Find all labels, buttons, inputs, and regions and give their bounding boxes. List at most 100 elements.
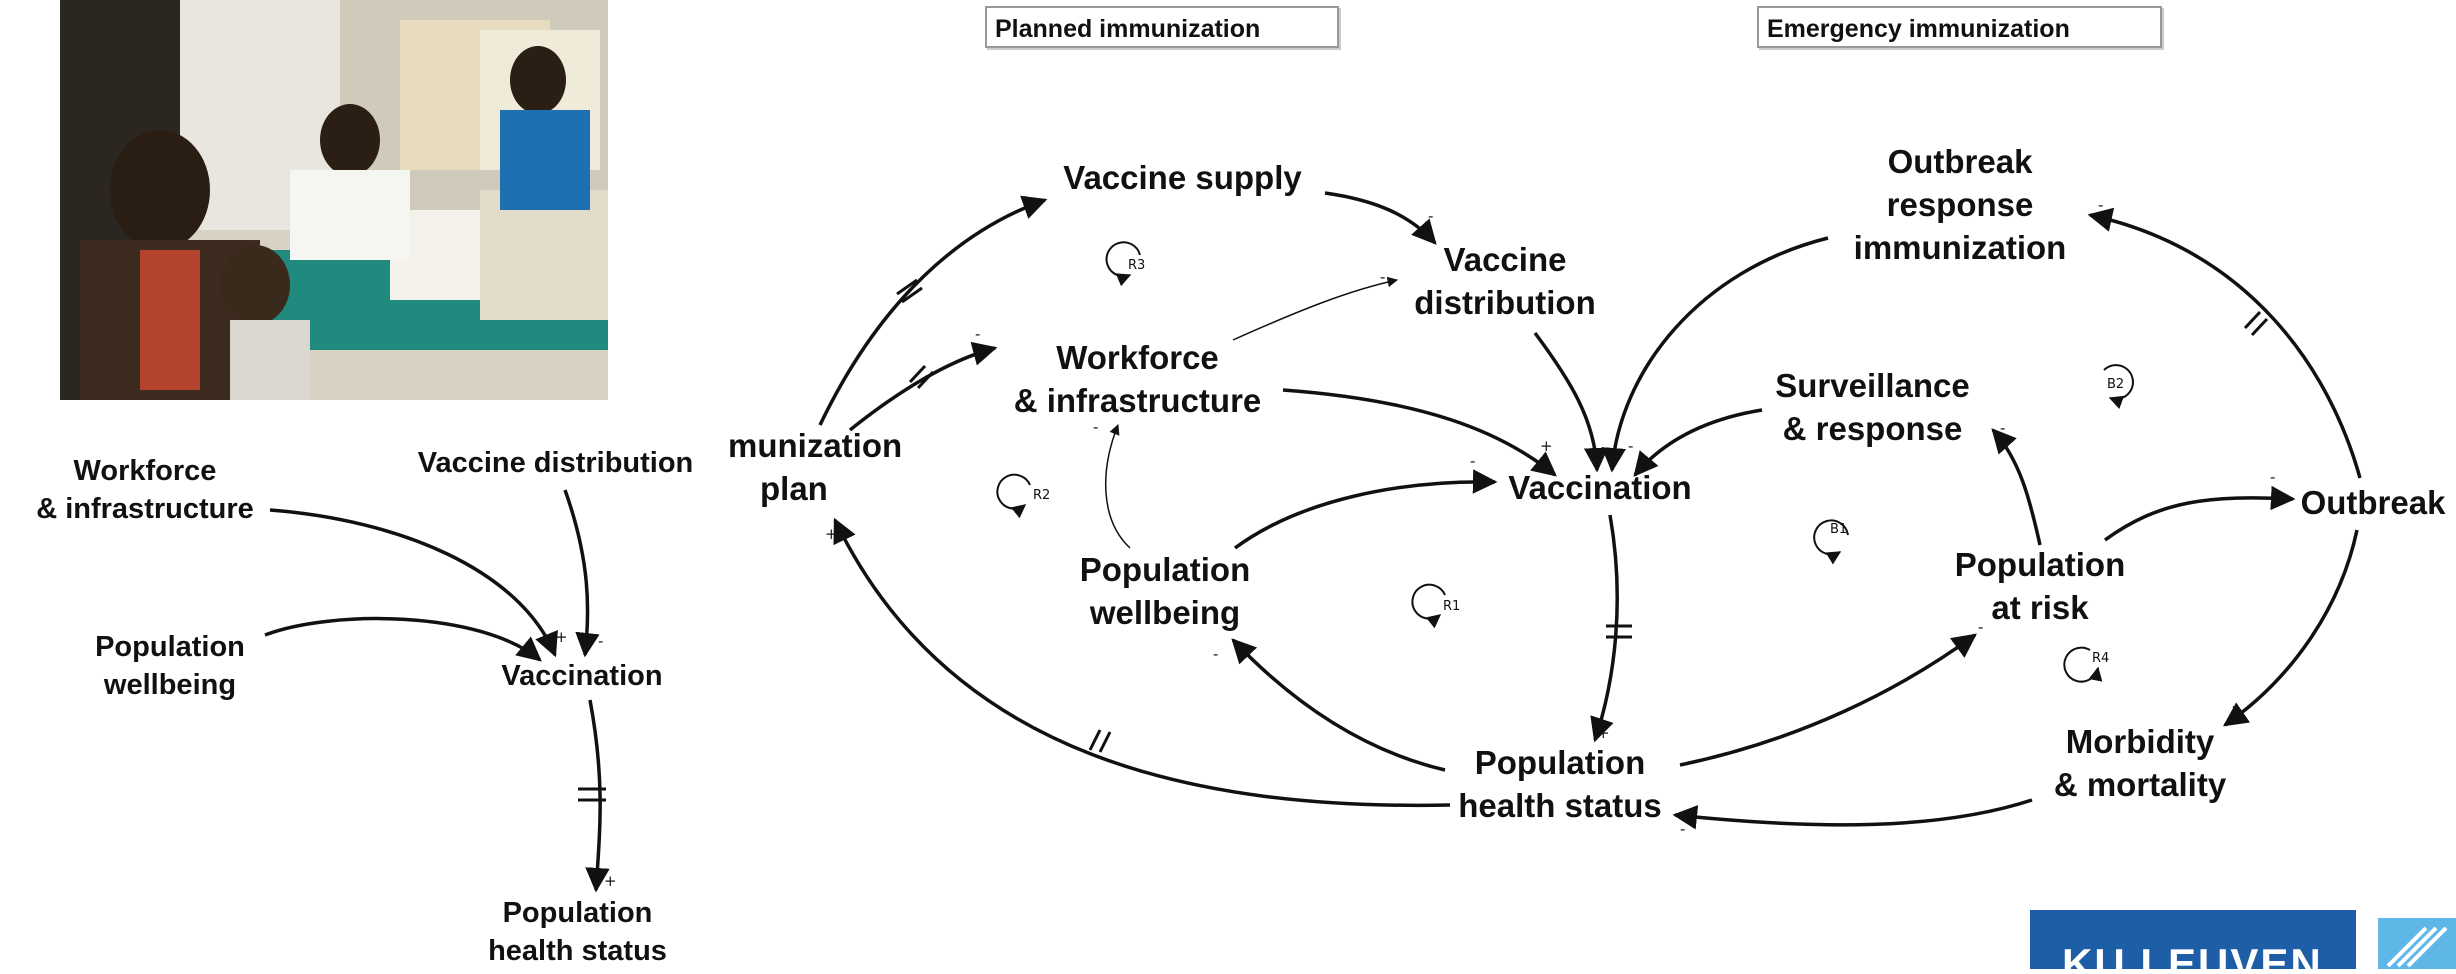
loop-label-b2: B2 bbox=[2107, 377, 2125, 392]
small-node-population-wellbeing: Population wellbeing bbox=[70, 628, 270, 704]
delay-mark-health-plan bbox=[1088, 729, 1112, 753]
sign-outbreak: - bbox=[2270, 468, 2276, 486]
small-node-wellbeing-line2: wellbeing bbox=[103, 669, 237, 701]
node-outbreak: Outbreak bbox=[2300, 484, 2446, 521]
node-surveillance-line2: & response bbox=[1782, 410, 1963, 447]
node-workforce-line1: Workforce bbox=[1056, 339, 1219, 376]
delay-mark-plan-workforce bbox=[908, 364, 935, 390]
sign-vaccination-minus-2: - bbox=[1628, 437, 1634, 455]
arrow-health-wellbeing bbox=[1231, 638, 1446, 772]
node-workforce-line2: & infrastructure bbox=[1013, 382, 1262, 419]
small-node-workforce-line2: & infrastructure bbox=[36, 493, 254, 525]
arrow-workforce-vaccdist bbox=[1232, 276, 1399, 341]
node-health-line2: health status bbox=[1458, 787, 1662, 824]
node-population-health: Population health status bbox=[1430, 741, 1690, 827]
node-atrisk-line2: at risk bbox=[1991, 589, 2089, 626]
node-workforce: Workforce & infrastructure bbox=[995, 336, 1280, 422]
node-outbreak-response: Outbreak response immunization bbox=[1820, 140, 2100, 269]
sign-vaccine-supply: - bbox=[1022, 187, 1028, 205]
sign-small-distribution: - bbox=[598, 632, 604, 650]
small-node-health-line2: health status bbox=[488, 935, 667, 967]
loop-label-b1: B1 bbox=[1830, 522, 1848, 537]
arrow-vaccdist-vaccination bbox=[1533, 331, 1609, 473]
sign-surveillance: - bbox=[2000, 419, 2006, 437]
sign-health: + bbox=[1597, 724, 1610, 742]
delay-mark-outbreak-response bbox=[2243, 310, 2269, 337]
arrow-surveillance-vaccination bbox=[1633, 408, 1763, 477]
arrow-plan-workforce bbox=[848, 341, 998, 432]
sign-workforce-in: - bbox=[1093, 418, 1099, 436]
small-node-workforce: Workforce & infrastructure bbox=[15, 452, 275, 528]
node-plan-line2: plan bbox=[760, 470, 828, 507]
node-vaccination: Vaccination bbox=[1508, 469, 1692, 506]
node-plan-line1: munization bbox=[728, 427, 903, 464]
node-morbidity-line2: & mortality bbox=[2053, 766, 2227, 803]
sign-vaccine-distribution: - bbox=[1428, 207, 1434, 225]
sign-workforce: - bbox=[975, 325, 981, 343]
arrow-atrisk-surveillance bbox=[1991, 428, 2042, 546]
sign-outbreak-response: - bbox=[2098, 196, 2104, 214]
arrow-health-atrisk bbox=[1679, 633, 1977, 767]
emergency-immunization-title: Emergency immunization bbox=[1757, 6, 2162, 48]
node-wellbeing-line2: wellbeing bbox=[1089, 594, 1241, 631]
small-node-wellbeing-line1: Population bbox=[95, 631, 245, 663]
node-morbidity-mortality: Morbidity & mortality bbox=[2020, 720, 2260, 806]
node-wellbeing-line1: Population bbox=[1079, 551, 1251, 588]
sign-morbidity: - bbox=[2232, 697, 2238, 715]
loop-label-r3: R3 bbox=[1128, 258, 1146, 273]
arrow-workforce-vaccination-small bbox=[269, 508, 558, 658]
delay-mark-small bbox=[578, 787, 606, 802]
ku-leuven-emblem bbox=[2378, 918, 2456, 969]
loop-r3-arc bbox=[1105, 241, 1141, 287]
node-vaccine-distribution: Vaccine distribution bbox=[1395, 238, 1615, 324]
loop-r4-arc bbox=[2063, 646, 2103, 683]
arrow-wellbeing-vaccination-small bbox=[264, 616, 542, 662]
node-surveillance-line1: Surveillance bbox=[1775, 367, 1970, 404]
node-outbreak-response-line1: Outbreak bbox=[1887, 143, 2033, 180]
arrow-vaccination-health-small bbox=[585, 699, 610, 893]
arrow-vaccsupply-vaccdist bbox=[1324, 191, 1437, 245]
loop-r2-arc bbox=[996, 473, 1031, 519]
loop-label-r1: R1 bbox=[1443, 599, 1461, 614]
arrow-outbreak-outbreakresponse bbox=[2087, 207, 2362, 479]
arrow-workforce-vaccination bbox=[1282, 388, 1557, 477]
arrow-wellbeing-workforce bbox=[1104, 424, 1131, 549]
loop-label-r2: R2 bbox=[1033, 488, 1051, 503]
small-node-vaccination: Vaccination bbox=[501, 660, 663, 692]
small-node-population-health: Population health status bbox=[470, 894, 685, 970]
node-morbidity-line1: Morbidity bbox=[2065, 723, 2215, 760]
node-population-at-risk: Population at risk bbox=[1930, 543, 2150, 629]
ku-leuven-logo: KU LEUVEN bbox=[2030, 910, 2356, 969]
node-population-wellbeing: Population wellbeing bbox=[1055, 548, 1275, 634]
node-outbreak-response-line2: response bbox=[1886, 186, 2034, 223]
node-outbreak-response-line3: immunization bbox=[1853, 229, 2067, 266]
clinic-photo bbox=[60, 0, 608, 400]
arrow-morbidity-health bbox=[1672, 798, 2033, 830]
node-vaccine-supply: Vaccine supply bbox=[1063, 159, 1302, 196]
sign-health-in: - bbox=[1680, 820, 1686, 838]
sign-plan: + bbox=[825, 525, 838, 543]
arrow-outbreak-morbidity bbox=[2222, 529, 2359, 727]
small-node-vaccine-distribution: Vaccine distribution bbox=[417, 447, 694, 479]
delay-mark-vacc-health bbox=[1606, 624, 1632, 639]
arrow-vaccdist-vaccination-small bbox=[563, 489, 600, 658]
node-atrisk-line1: Population bbox=[1954, 546, 2126, 583]
loop-label-r4: R4 bbox=[2092, 651, 2110, 666]
arrow-outbreakresponse-vaccination bbox=[1601, 236, 1829, 473]
sign-wellbeing: - bbox=[1213, 645, 1219, 663]
sign-small-workforce: + bbox=[555, 628, 568, 646]
arrow-plan-vaccsupply bbox=[818, 195, 1048, 426]
node-surveillance: Surveillance & response bbox=[1745, 364, 2000, 450]
node-vaccdist-line1: Vaccine bbox=[1443, 241, 1567, 278]
loop-b1-arc bbox=[1813, 519, 1849, 565]
node-health-line1: Population bbox=[1474, 744, 1646, 781]
arrow-wellbeing-vaccination bbox=[1233, 469, 1498, 550]
arrow-atrisk-outbreak bbox=[2103, 485, 2296, 542]
sign-vaccination-minus: - bbox=[1470, 452, 1476, 470]
small-node-health-line1: Population bbox=[502, 897, 653, 929]
loop-r1-arc bbox=[1411, 583, 1446, 629]
delay-mark-plan-supply bbox=[896, 278, 923, 304]
node-immunization-plan: munization plan bbox=[728, 424, 918, 510]
planned-immunization-title: Planned immunization bbox=[985, 6, 1339, 48]
